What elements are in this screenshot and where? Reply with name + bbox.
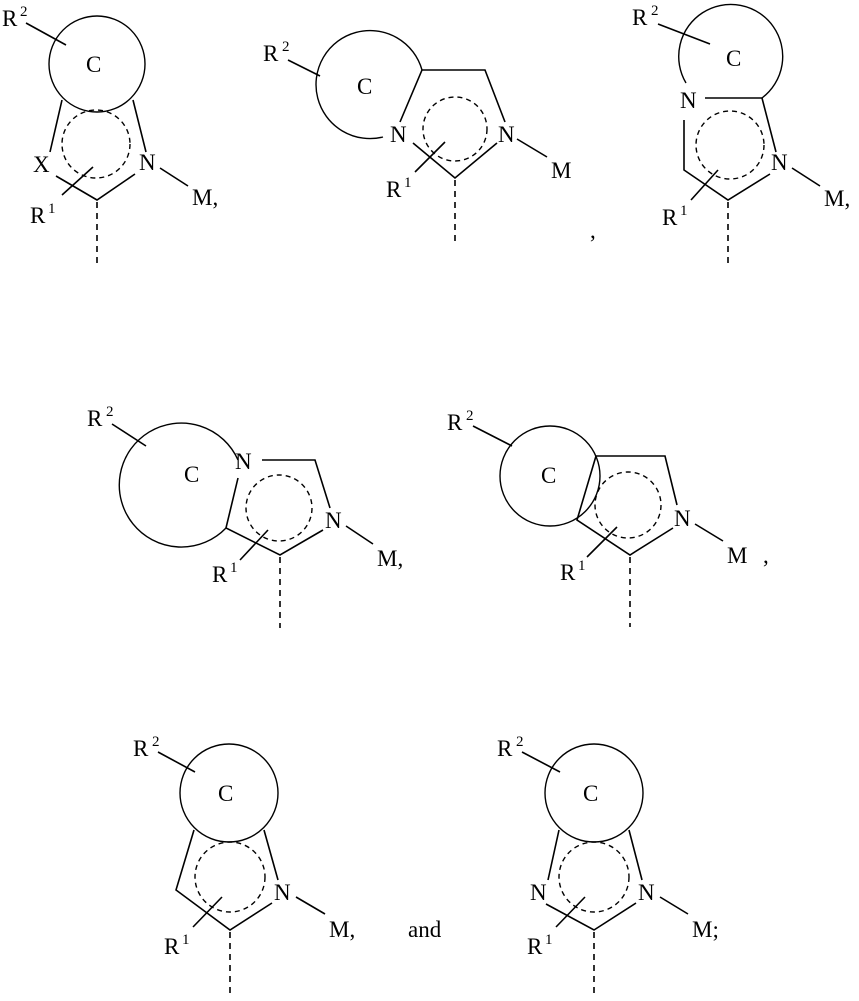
r1-bond — [587, 527, 617, 557]
m-bond — [160, 168, 188, 186]
aromatic-circle — [559, 842, 629, 912]
r2-superscript: 2 — [282, 39, 290, 55]
m-label: M, — [329, 917, 355, 942]
r2-superscript: 2 — [651, 3, 659, 19]
n-atom: N — [674, 506, 691, 531]
structure-1: C R 2 X N M, R 1 — [2, 4, 218, 268]
r1-label: R — [662, 205, 678, 230]
r1-superscript: 1 — [182, 932, 190, 948]
r1-superscript: 1 — [680, 203, 688, 219]
r2-bond — [288, 60, 320, 76]
r1-superscript: 1 — [404, 175, 412, 191]
r1-superscript: 1 — [545, 932, 553, 948]
five-ring-bonds — [577, 456, 677, 555]
r2-bond — [473, 426, 512, 446]
m-bond — [660, 897, 688, 914]
x-atom: X — [33, 152, 50, 177]
r2-label: R — [87, 406, 103, 431]
r2-superscript: 2 — [466, 408, 474, 424]
r2-label: R — [2, 6, 18, 31]
n2-atom: N — [638, 880, 655, 905]
n2-atom: N — [498, 122, 515, 147]
r1-bond — [691, 170, 718, 200]
ring-label: C — [726, 46, 741, 71]
aromatic-circle — [246, 475, 312, 541]
m-label: M; — [692, 917, 719, 942]
ring-label: C — [541, 463, 556, 488]
r1-label: R — [560, 560, 576, 585]
r2-label: R — [133, 736, 149, 761]
five-ring-bonds — [226, 460, 330, 555]
five-ring-bonds — [546, 830, 642, 930]
structure-7: C R 2 N N M; R 1 — [497, 734, 719, 998]
structure-4: C R 2 N N M, R 1 — [87, 404, 403, 628]
m-label: M, — [377, 546, 403, 571]
m-bond — [792, 168, 820, 186]
aromatic-circle — [595, 472, 661, 538]
r1-bond — [240, 530, 268, 560]
r2-label: R — [263, 41, 279, 66]
r2-superscript: 2 — [516, 734, 524, 750]
r2-bond — [158, 752, 195, 772]
r1-label: R — [527, 934, 543, 959]
five-ring-bonds — [400, 70, 505, 178]
r2-label: R — [497, 736, 513, 761]
r2-label: R — [447, 410, 463, 435]
r1-superscript: 1 — [230, 560, 238, 576]
ring-label: C — [357, 74, 372, 99]
five-ring-bonds — [176, 830, 278, 930]
structure-6: C R 2 N M, R 1 — [133, 734, 355, 998]
separator-comma: , — [763, 543, 769, 568]
r1-label: R — [212, 562, 228, 587]
five-ring-bonds — [684, 98, 776, 200]
n1-atom: N — [680, 88, 697, 113]
r2-bond — [658, 24, 710, 44]
conjunction-text: and — [408, 917, 442, 942]
aromatic-circle — [696, 111, 764, 179]
r2-superscript: 2 — [20, 4, 28, 20]
r1-label: R — [30, 203, 46, 228]
n-atom: N — [274, 880, 291, 905]
m-label: M — [727, 543, 747, 568]
aromatic-circle — [423, 97, 487, 161]
r1-label: R — [386, 177, 402, 202]
ring-label: C — [184, 462, 199, 487]
separator-comma: , — [590, 218, 596, 243]
n1-atom: N — [390, 122, 407, 147]
n1-atom: N — [530, 880, 547, 905]
ring-label: C — [218, 781, 233, 806]
m-label: M — [551, 158, 571, 183]
n-atom: N — [139, 150, 156, 175]
r1-bond — [62, 167, 93, 195]
m-bond — [695, 524, 723, 541]
ring-label: C — [583, 781, 598, 806]
structure-2: C R 2 N N M R 1 , — [263, 31, 596, 243]
m-label: M, — [192, 185, 218, 210]
r2-bond — [522, 752, 560, 772]
r1-superscript: 1 — [48, 201, 56, 217]
m-label: M, — [824, 186, 850, 211]
ring-label: C — [86, 52, 101, 77]
ring-c — [119, 423, 238, 547]
n2-atom: N — [771, 150, 788, 175]
n1-atom: N — [235, 449, 252, 474]
r2-bond — [112, 424, 146, 446]
aromatic-circle — [195, 842, 265, 912]
r1-label: R — [164, 934, 180, 959]
r2-superscript: 2 — [106, 404, 114, 420]
n2-atom: N — [325, 508, 342, 533]
structure-5: C R 2 N M , R 1 — [447, 408, 769, 627]
r2-superscript: 2 — [152, 734, 160, 750]
five-ring-bonds — [50, 100, 146, 200]
r1-bond — [193, 897, 222, 927]
aromatic-circle — [62, 110, 130, 178]
m-bond — [346, 526, 373, 544]
m-bond — [296, 897, 325, 914]
structure-3: C R 2 N N M, R 1 — [632, 3, 850, 268]
m-bond — [517, 139, 547, 157]
r2-label: R — [632, 5, 648, 30]
r1-superscript: 1 — [578, 558, 586, 574]
